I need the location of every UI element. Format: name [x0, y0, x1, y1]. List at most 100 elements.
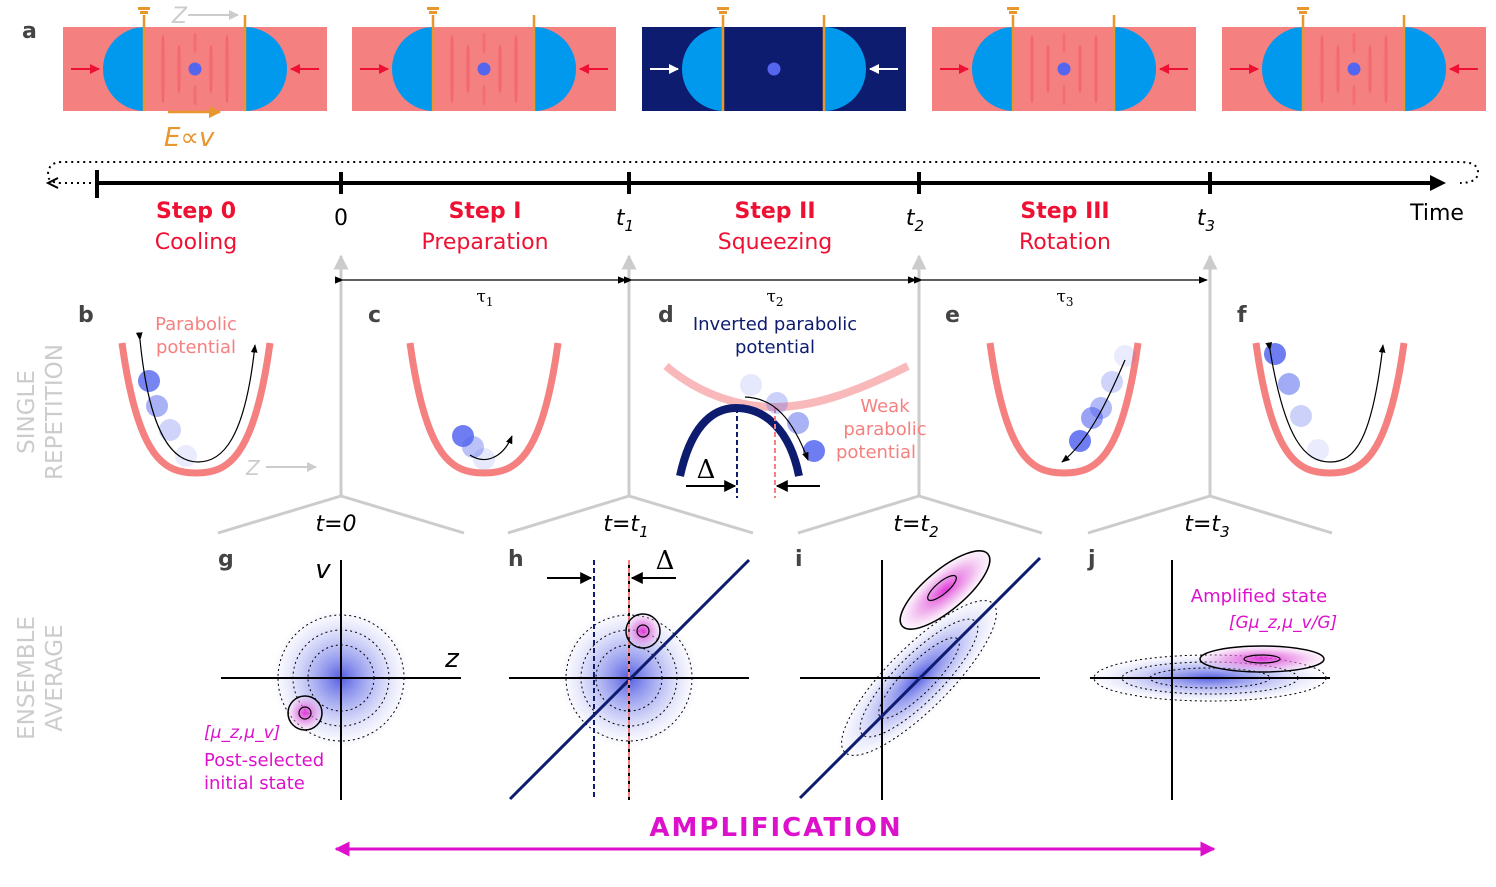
particle: [1081, 407, 1103, 429]
particle: [803, 440, 825, 462]
standing-wave-fringe: [771, 85, 777, 105]
panel-letter-b: b: [78, 303, 94, 328]
panel-letter-h: h: [508, 547, 524, 572]
delta-label-d: Δ: [697, 455, 716, 485]
v-axis-label: v: [315, 555, 331, 585]
left-lens: [103, 27, 145, 111]
panel-g-initial: v z [μ_z,μ_v] Post-selected initial stat…: [204, 555, 461, 800]
standing-wave-fringe: [796, 35, 804, 103]
right-lens: [1114, 27, 1156, 111]
prepared-state-core: [636, 624, 650, 638]
j-caption-1: Amplified state: [1191, 586, 1327, 607]
amplified-state-core: [1243, 654, 1281, 664]
left-lens: [972, 27, 1014, 111]
z-axis-label: z: [444, 644, 460, 674]
g-caption-1: Post-selected: [204, 750, 324, 771]
electrode-cap: [717, 7, 729, 10]
particle: [1307, 439, 1329, 461]
step2-title: Step II: [734, 199, 815, 224]
standing-wave-fringe: [159, 35, 167, 103]
electrode-cap: [427, 7, 439, 10]
h-delta-label: Δ: [656, 546, 675, 576]
right-lens: [245, 27, 287, 111]
post-selected-core: [298, 706, 312, 720]
standing-wave-fringe: [223, 35, 231, 103]
particle: [1278, 373, 1300, 395]
g-state-label: [μ_z,μ_v]: [204, 723, 280, 743]
panel-d-weak-2: parabolic: [843, 419, 926, 440]
parabolic-potential-c: [406, 342, 562, 477]
panel-d-weak-1: Weak: [860, 396, 910, 417]
panel-a-z-label: Z: [171, 4, 188, 29]
particle: [138, 370, 160, 392]
panel-letter-g: g: [218, 547, 234, 572]
step1-subtitle: Preparation: [421, 230, 548, 255]
side-label-single-2: REPETITION: [42, 344, 68, 480]
electrode-cap: [1009, 11, 1017, 14]
right-lens: [1404, 27, 1446, 111]
particle: [1264, 343, 1286, 365]
amplification-label: AMPLIFICATION: [649, 813, 902, 843]
trapped-particle: [1347, 62, 1361, 76]
tick-label-t2: t2: [906, 206, 924, 235]
side-label-single-1: SINGLE: [14, 370, 40, 454]
panel-b-cooling: Parabolic potential Z: [118, 314, 317, 480]
connector-t3: [1087, 254, 1333, 535]
standing-wave-fringe: [1076, 45, 1084, 93]
standing-wave-fringe: [464, 45, 472, 93]
parabolic-potential-b: [118, 342, 274, 477]
duration-label-tau3: τ3: [1056, 287, 1073, 309]
standing-wave-fringe: [757, 45, 765, 93]
j-state-label: [Gμ_z,μ_v/G]: [1229, 613, 1337, 633]
time-connectors: [217, 254, 1333, 535]
tick-label-t1: t1: [616, 206, 634, 235]
panel-letter-c: c: [368, 303, 381, 328]
standing-wave-fringe: [192, 33, 198, 53]
squeezed-state: [899, 550, 991, 630]
particle: [452, 425, 474, 447]
standing-wave-fringe: [1318, 35, 1326, 103]
standing-wave-fringe: [1061, 85, 1067, 105]
panel-letter-j: j: [1087, 547, 1096, 572]
panel-e-rotation: [986, 342, 1142, 477]
left-lens: [682, 27, 724, 111]
panel-d-text-2: potential: [735, 337, 815, 358]
standing-wave-fringe: [1334, 45, 1342, 93]
standing-wave-fringe: [1028, 35, 1036, 103]
particle: [159, 419, 181, 441]
left-lens: [1262, 27, 1304, 111]
trapped-particle: [477, 62, 491, 76]
panel-letter-e: e: [945, 303, 960, 328]
side-label-ensemble-1: ENSEMBLE: [14, 616, 40, 740]
unstable-manifold-i: [798, 556, 1042, 800]
panel-b-text-2: potential: [156, 337, 236, 358]
trajectory-arrow-b: [135, 332, 258, 463]
time-axis-head: [1430, 175, 1446, 191]
right-lens: [824, 27, 866, 111]
left-lens: [392, 27, 434, 111]
panel-d-squeezing: Δ Inverted parabolic potential Weak para…: [663, 314, 927, 498]
particle: [787, 412, 809, 434]
electrode-cap: [1299, 11, 1307, 14]
standing-wave-fringe: [783, 45, 791, 93]
trajectory-arrow-e: [1061, 359, 1126, 463]
particle: [1290, 405, 1312, 427]
trapped-particle: [767, 62, 781, 76]
time-point-label-2: t=t2: [893, 512, 938, 541]
parabolic-potential-f: [1252, 342, 1408, 477]
parabolic-potential-e: [986, 342, 1142, 477]
field-label: E∝v: [164, 123, 215, 153]
timeline-loop-head: [45, 177, 59, 189]
trapped-particle: [188, 62, 202, 76]
panel-j-amplified: Amplified state [Gμ_z,μ_v/G]: [1088, 560, 1337, 800]
unstable-manifold-h: [508, 558, 751, 801]
standing-wave-fringe: [175, 45, 183, 93]
standing-wave-fringe: [744, 35, 752, 103]
standing-wave-fringe: [481, 33, 487, 53]
particle: [740, 374, 762, 396]
panel-b-z-label: Z: [245, 456, 261, 480]
g-caption-2: initial state: [204, 773, 305, 794]
standing-wave-fringe: [448, 35, 456, 103]
standing-wave-fringe: [496, 45, 504, 93]
